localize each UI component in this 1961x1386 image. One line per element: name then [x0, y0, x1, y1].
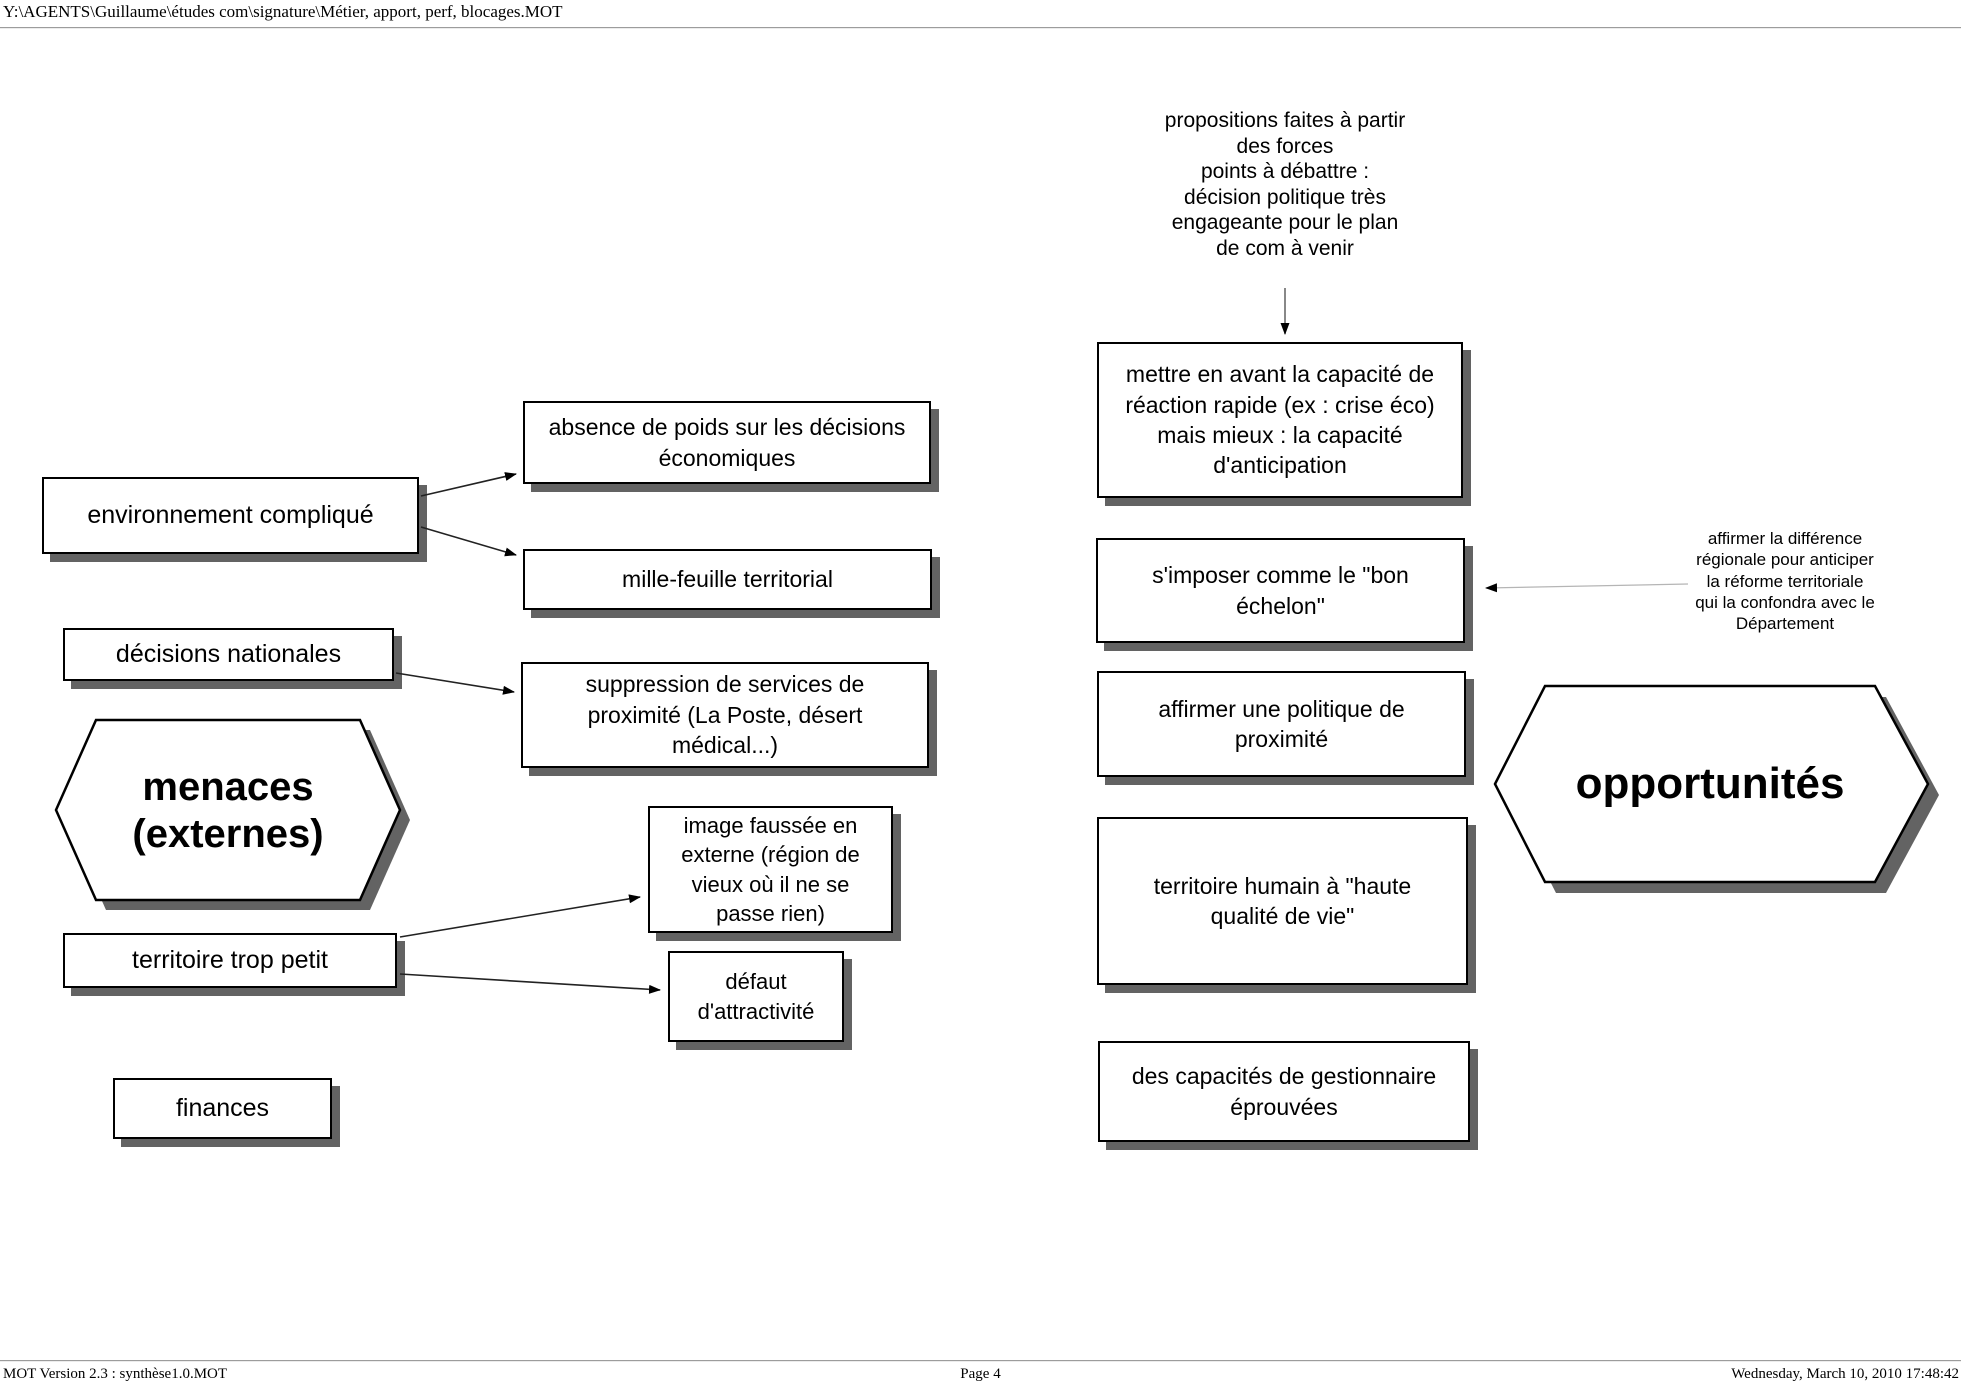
- file-path-title: Y:\AGENTS\Guillaume\études com\signature…: [3, 2, 563, 21]
- hexagon-shape-icon: [1493, 684, 1939, 893]
- statusbar-page-number: Page 4: [960, 1366, 1001, 1382]
- node-finances[interactable]: finances: [113, 1078, 332, 1139]
- arrow-territoire-to-defaut: [399, 973, 661, 994]
- threats-hexagon-label: menaces (externes): [132, 764, 324, 856]
- node-image-faussee[interactable]: image faussée en externe (région de vieu…: [648, 806, 893, 933]
- hexagon-shape-icon: [54, 718, 410, 910]
- opportunities-hexagon-label: opportunités: [1575, 759, 1845, 809]
- threats-hexagon[interactable]: menaces (externes): [53, 717, 417, 917]
- arrow-env-to-millefeuille: [420, 526, 517, 557]
- node-capacites-gestionnaire[interactable]: des capacités de gestionnaire éprouvées: [1098, 1041, 1470, 1142]
- node-politique-proximite[interactable]: affirmer une politique de proximité: [1097, 671, 1466, 777]
- node-environnement-complique[interactable]: environnement compliqué: [42, 477, 419, 554]
- note-affirmer-difference[interactable]: affirmer la différence régionale pour an…: [1695, 529, 1875, 633]
- arrow-territoire-to-image: [399, 894, 641, 938]
- header-divider: [0, 27, 1961, 29]
- node-haute-qualite-vie[interactable]: territoire humain à "haute qualité de vi…: [1097, 817, 1468, 985]
- node-suppression-services[interactable]: suppression de services de proximité (La…: [521, 662, 929, 768]
- node-mille-feuille-territorial[interactable]: mille-feuille territorial: [523, 549, 932, 610]
- node-absence-de-poids[interactable]: absence de poids sur les décisions écono…: [523, 401, 931, 484]
- node-bon-echelon[interactable]: s'imposer comme le "bon échelon": [1096, 538, 1465, 643]
- note-propositions[interactable]: propositions faites à partir des forces …: [1164, 109, 1406, 261]
- statusbar-version: MOT Version 2.3 : synthèse1.0.MOT: [3, 1366, 228, 1382]
- node-capacite-reaction[interactable]: mettre en avant la capacité de réaction …: [1097, 342, 1463, 498]
- arrow-env-to-absence: [420, 472, 517, 497]
- footer-divider: [0, 1360, 1961, 1362]
- arrow-decisions-to-suppression: [395, 672, 515, 695]
- node-decisions-nationales[interactable]: décisions nationales: [63, 628, 394, 681]
- opportunities-hexagon[interactable]: opportunités: [1491, 682, 1943, 898]
- arrow-note-to-bon-echelon: [1485, 583, 1689, 593]
- node-territoire-trop-petit[interactable]: territoire trop petit: [63, 933, 397, 988]
- statusbar-datetime: Wednesday, March 10, 2010 17:48:42: [1731, 1366, 1959, 1382]
- node-defaut-attractivite[interactable]: défaut d'attractivité: [668, 951, 844, 1042]
